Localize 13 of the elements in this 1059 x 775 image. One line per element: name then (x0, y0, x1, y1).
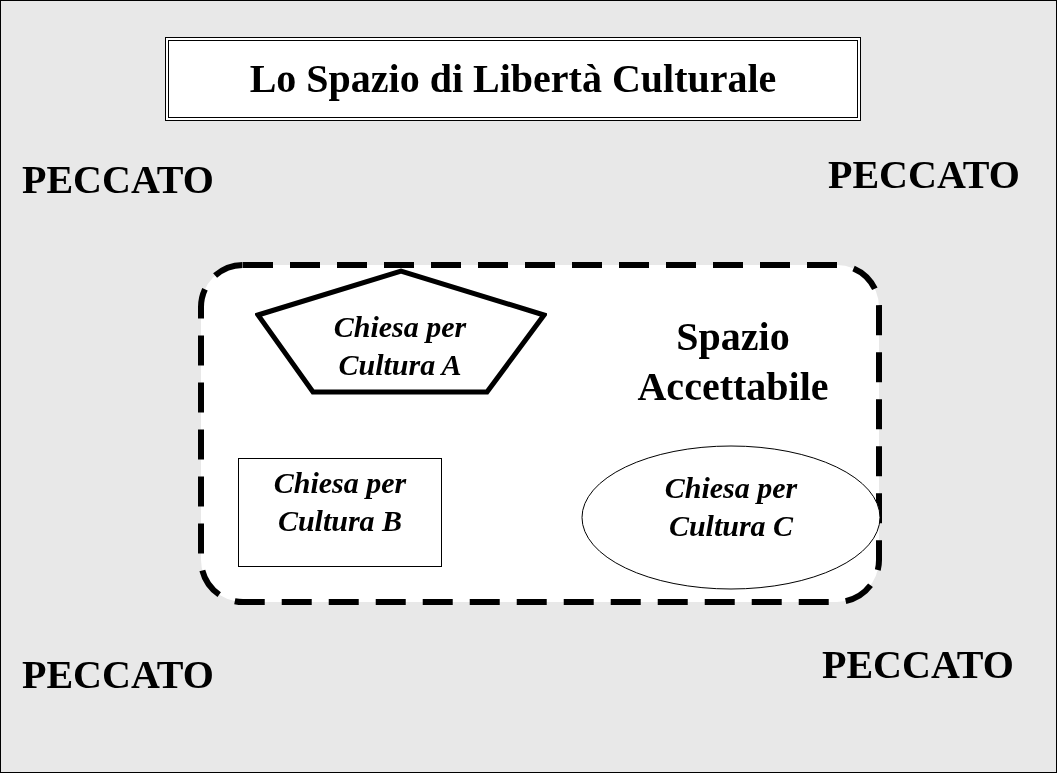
node-label: Spazio Accettabile (636, 313, 830, 411)
region-label: PECCATO (828, 151, 1020, 199)
rectangle-box (238, 458, 442, 567)
node-label: Chiesa per Cultura B (272, 465, 408, 539)
region-label: PECCATO (22, 651, 214, 699)
node-label: Chiesa per Cultura C (663, 470, 799, 544)
ellipse-shape (581, 445, 881, 590)
region-label: PECCATO (822, 641, 1014, 689)
node-label: Chiesa per Cultura A (332, 309, 468, 383)
dashed-region (198, 262, 882, 605)
title: Lo Spazio di Libertà Culturale (249, 55, 777, 103)
pentagon-shape (255, 268, 547, 396)
region-label: PECCATO (22, 156, 214, 204)
